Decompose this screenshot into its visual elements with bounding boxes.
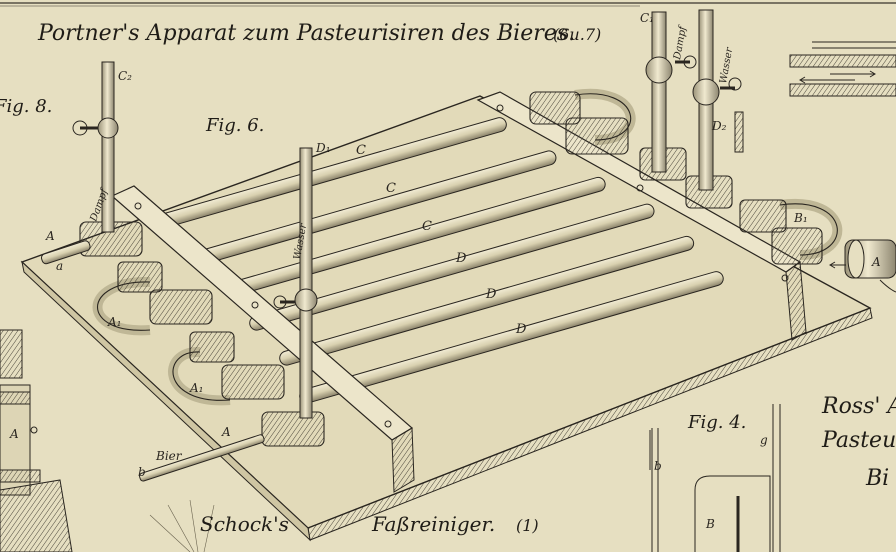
fig4-box — [649, 404, 781, 552]
label-c1: C₁ — [640, 11, 654, 25]
right-top-pipe-detail — [789, 41, 896, 97]
label-a-small: a — [56, 259, 63, 273]
label-a-inlet: A — [45, 229, 55, 243]
left-edge-apparatus — [0, 329, 73, 552]
inlet-outlet-pipes — [40, 240, 265, 482]
ross-caption-line2: Pasteu — [821, 428, 896, 453]
right-u-bends — [529, 88, 843, 265]
label-d-1: D — [455, 251, 467, 266]
label-dampf-right: Dampf — [672, 23, 689, 61]
label-bier: Bier — [155, 449, 183, 463]
plate-title-ref: (6u.7) — [553, 25, 601, 44]
label-d2: D₂ — [711, 119, 727, 133]
fig8-label: Fig. 8. — [0, 96, 52, 117]
bottom-caption-2: Faßreiniger. — [371, 512, 495, 536]
label-a-outlet: A — [221, 425, 231, 439]
plate-title: Portner's Apparat zum Pasteurisiren des … — [37, 21, 575, 46]
front-rail — [110, 185, 415, 493]
bottom-caption-2-ref: (1) — [516, 516, 539, 535]
label-d-3: D — [515, 322, 527, 337]
label-c2: C₂ — [118, 69, 132, 83]
label-b-small: b — [138, 465, 146, 479]
label-a-left-edge: A — [9, 427, 19, 441]
label-b-fig4-box: B — [705, 517, 715, 531]
fig6-label: Fig. 6. — [205, 115, 264, 136]
left-u-bends — [79, 221, 325, 447]
vertical-risers — [72, 9, 744, 419]
label-b-fig4: b — [654, 459, 662, 473]
label-c-3: C — [422, 219, 432, 234]
bottom-rays — [149, 499, 215, 552]
label-a1-lower: A₁ — [189, 381, 203, 395]
label-d1: D₁ — [315, 141, 330, 155]
right-inlet-detail — [829, 239, 896, 293]
ross-caption-line3: Bi — [865, 466, 889, 491]
pipe-array — [159, 117, 724, 404]
label-b1: B₁ — [793, 211, 808, 225]
label-c-2: C — [386, 181, 396, 196]
label-c-1: C — [356, 143, 366, 158]
label-g: g — [760, 433, 768, 447]
ross-caption-line1: Ross' A — [821, 394, 896, 419]
label-d-2: D — [485, 287, 497, 302]
bottom-caption: Schock's — [200, 512, 289, 536]
fig4-label: Fig. 4. — [687, 412, 746, 433]
label-a-right: A — [871, 255, 881, 269]
label-a1-upper: A₁ — [107, 315, 121, 329]
